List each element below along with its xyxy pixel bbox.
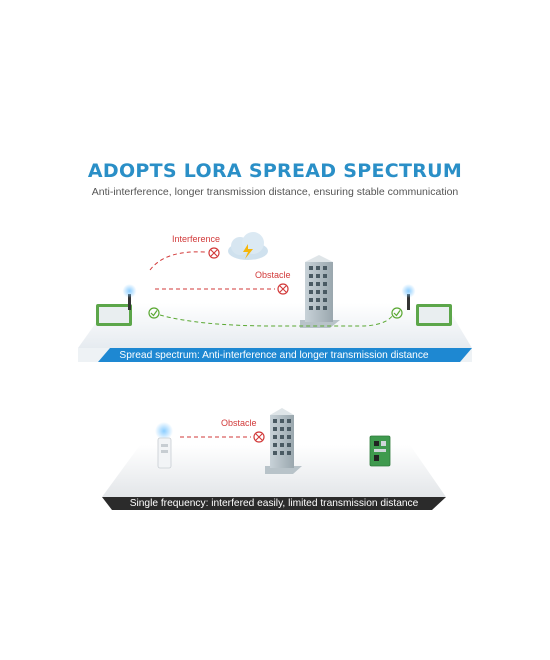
x-circle-icon bbox=[208, 247, 220, 259]
x-circle-icon bbox=[277, 283, 289, 295]
banner-single bbox=[102, 497, 446, 510]
banner-spread-text: Spread spectrum: Anti-interference and l… bbox=[119, 350, 429, 361]
remote-control-icon bbox=[155, 422, 173, 469]
interference-label: Interference bbox=[172, 234, 220, 244]
lora-module-right-icon bbox=[401, 284, 452, 326]
lora-module-left-icon bbox=[96, 284, 137, 326]
cloud-lightning-icon bbox=[228, 232, 268, 260]
obstacle-label: Obstacle bbox=[255, 270, 291, 280]
scene-single-frequency: Single frequency: interfered easily, lim… bbox=[102, 408, 446, 510]
obstacle-label: Obstacle bbox=[221, 418, 257, 428]
check-circle-icon bbox=[148, 307, 160, 319]
receiver-board-icon bbox=[369, 435, 391, 467]
banner-single-text: Single frequency: interfered easily, lim… bbox=[130, 498, 419, 509]
banner-spread bbox=[98, 348, 472, 362]
page-title: ADOPTS LORA SPREAD SPECTRUM bbox=[87, 160, 463, 182]
page-subtitle: Anti-interference, longer transmission d… bbox=[91, 186, 459, 198]
scene-spread-spectrum: Spread spectrum: Anti-interference and l… bbox=[78, 232, 472, 362]
check-circle-icon bbox=[391, 307, 403, 319]
x-circle-icon bbox=[253, 431, 265, 443]
building-icon bbox=[265, 408, 302, 474]
